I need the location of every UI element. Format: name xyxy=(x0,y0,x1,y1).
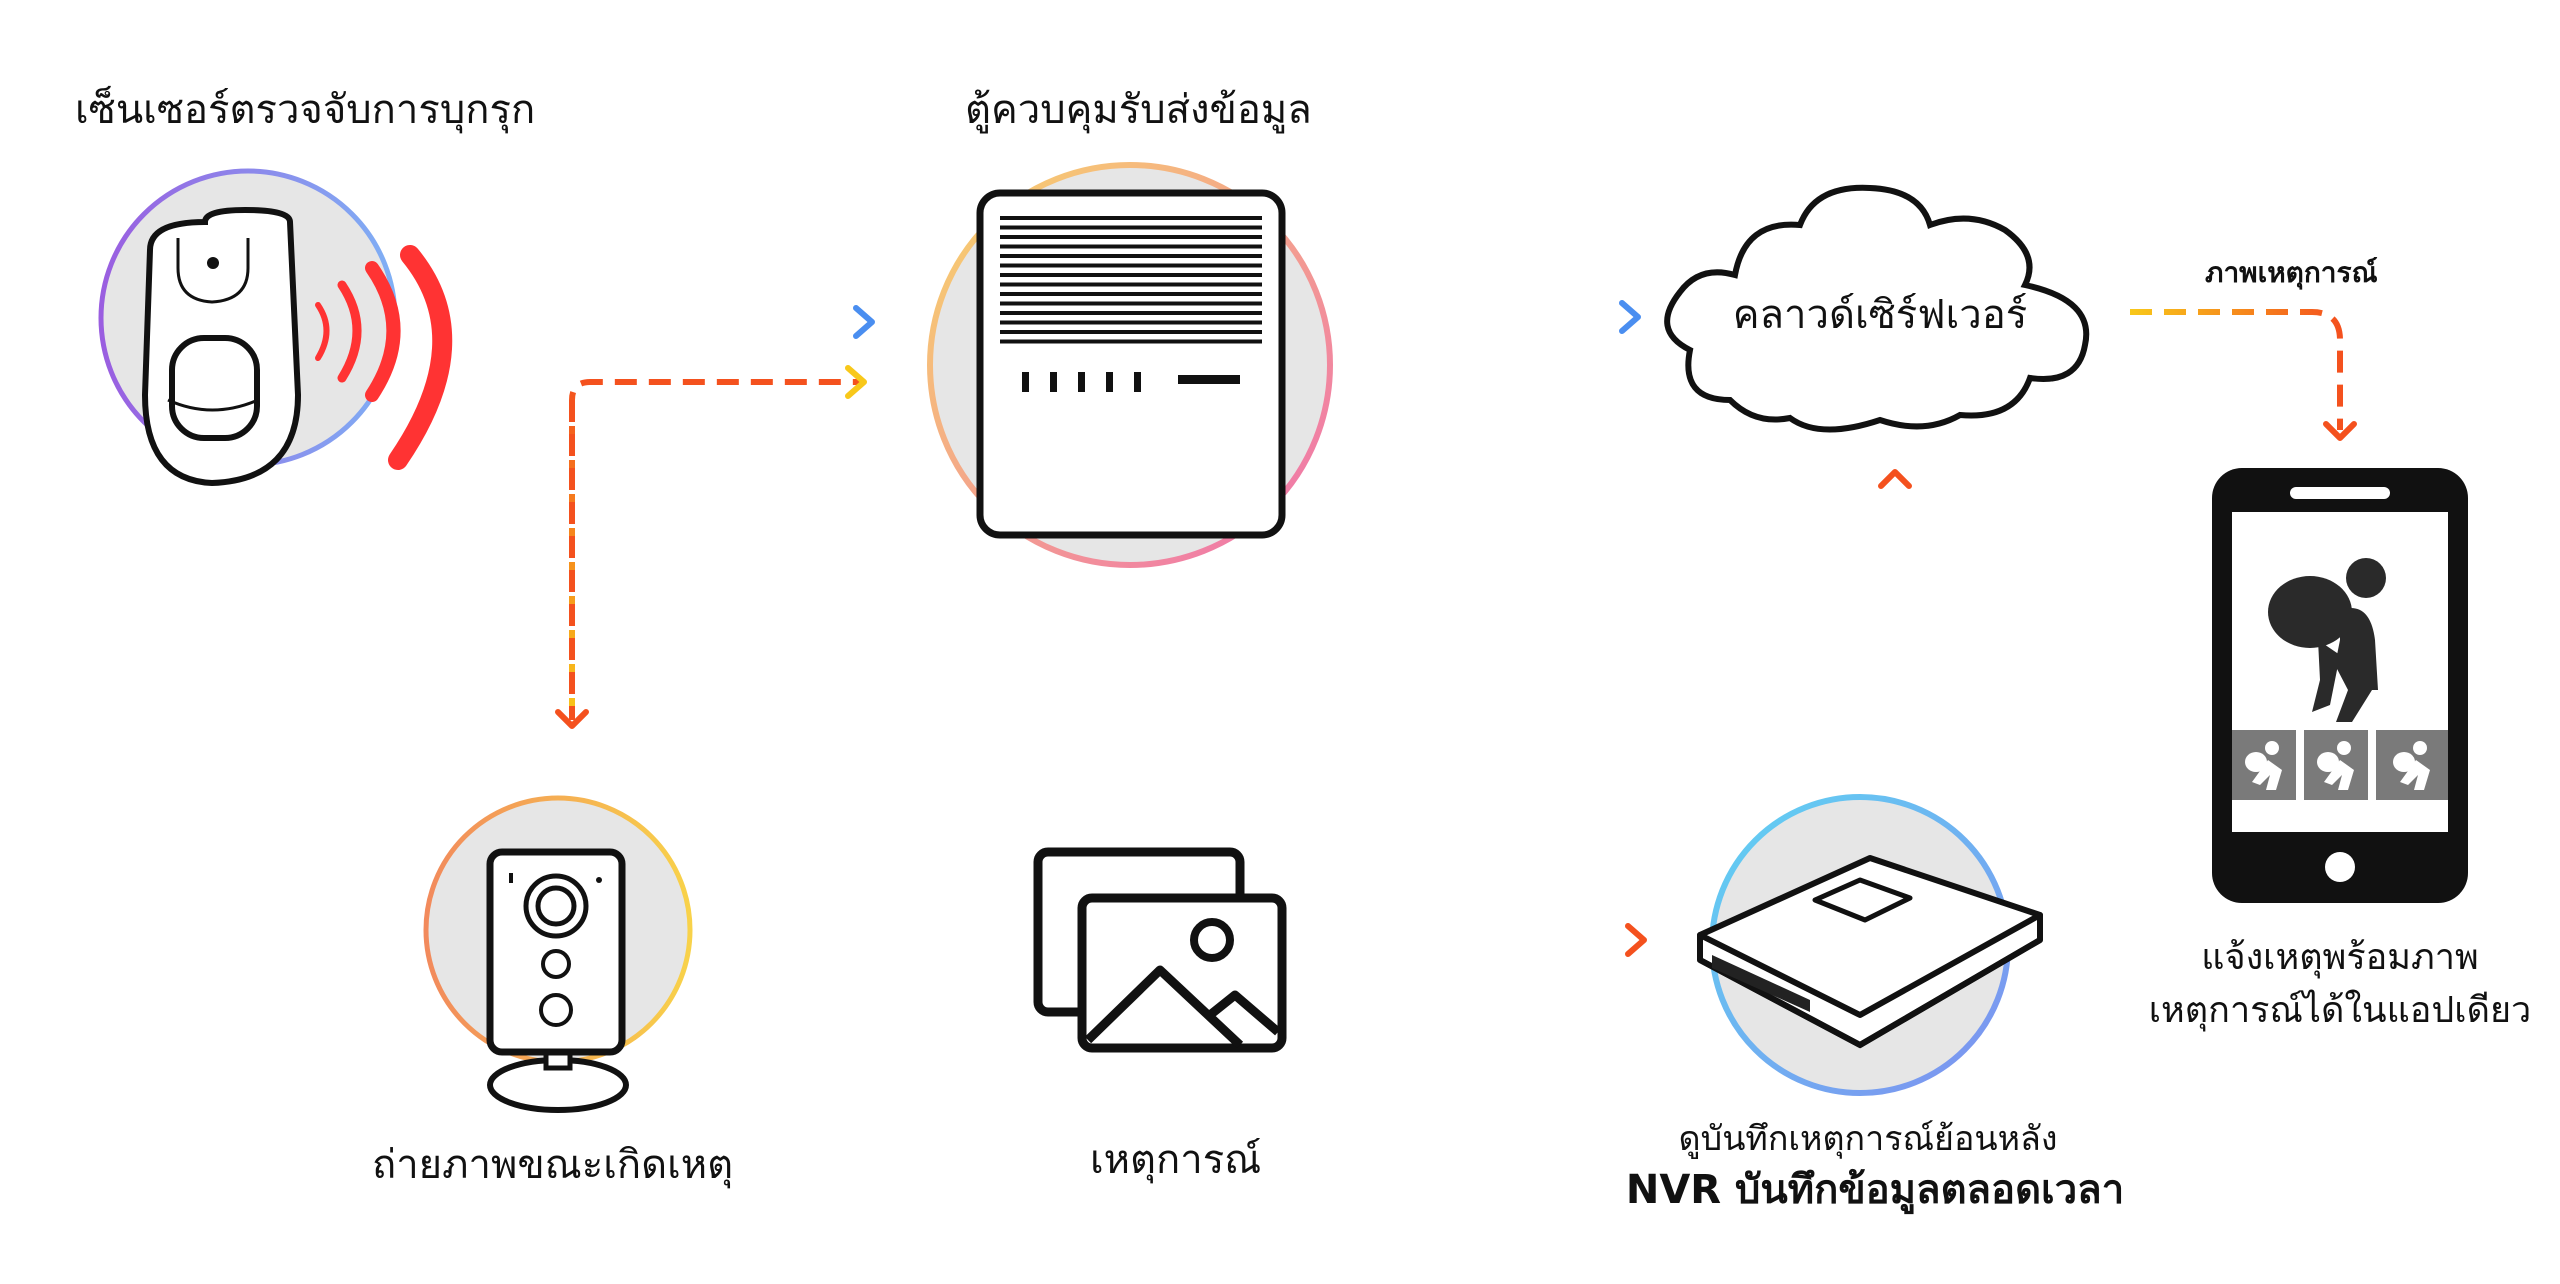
control-box-node xyxy=(927,162,1333,568)
burglar-icon xyxy=(2268,558,2386,722)
phone-label-line1: แจ้งเหตุพร้อมภาพ xyxy=(2201,937,2479,978)
phone-node xyxy=(2212,468,2468,903)
cloud-icon xyxy=(1664,184,2090,433)
arrowheads xyxy=(555,300,2357,957)
event-image-icon xyxy=(1033,847,1287,1053)
phone-label-line2: เหตุการณ์ได้ในแอปเดียว xyxy=(2148,990,2532,1031)
sensor-node xyxy=(98,168,453,487)
edge-cloud-to-phone xyxy=(2130,309,2343,430)
connectors xyxy=(530,309,2343,943)
event-label: เหตุการณ์ xyxy=(1090,1137,1262,1183)
edge-camera-to-box xyxy=(569,379,862,720)
cloud-label: คลาวด์เซิร์ฟเวอร์ xyxy=(1732,292,2028,338)
motion-sensor-icon xyxy=(141,206,302,487)
cloud-node xyxy=(1664,184,2090,433)
camera-label: ถ่ายภาพขณะเกิดเหตุ xyxy=(372,1142,734,1188)
security-camera-icon xyxy=(486,848,629,1113)
alarm-waves-icon xyxy=(315,245,453,470)
nvr-label-line2: NVR บันทึกข้อมูลตลอดเวลา xyxy=(1625,1167,2125,1213)
nvr-recorder-icon xyxy=(1697,855,2043,1049)
thumbnail-strip xyxy=(2232,730,2448,800)
control-box-label: ตู้ควบคุมรับส่งข้อมูล xyxy=(965,87,1312,133)
nvr-node xyxy=(1697,794,2043,1096)
camera-node xyxy=(423,795,693,1113)
nvr-label-line1: ดูบันทึกเหตุการณ์ย้อนหลัง xyxy=(1678,1119,2058,1159)
sensor-label: เซ็นเซอร์ตรวจจับการบุกรุก xyxy=(75,87,536,133)
cloud-to-phone-edge-label: ภาพเหตุการณ์ xyxy=(2205,256,2378,289)
control-box-icon xyxy=(976,189,1286,539)
